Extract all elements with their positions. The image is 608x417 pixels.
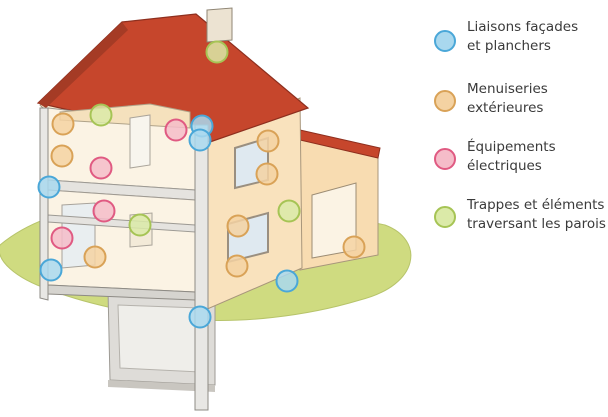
electrique-marker	[164, 118, 188, 142]
markers	[37, 40, 366, 329]
trappes-marker	[277, 199, 301, 223]
green-circle-icon	[434, 206, 456, 228]
menuiseries-marker	[50, 144, 74, 168]
facades-marker	[188, 128, 212, 152]
menuiseries-marker	[342, 235, 366, 259]
house-cutaway-illustration	[0, 7, 412, 411]
electrique-marker	[92, 199, 116, 223]
facades-marker	[275, 269, 299, 293]
facades-marker	[37, 175, 61, 199]
pink-circle-icon	[434, 148, 456, 170]
electrique-marker	[50, 226, 74, 250]
facades-marker	[39, 258, 63, 282]
basement	[107, 289, 216, 392]
menuiseries-marker	[225, 254, 249, 278]
facades-marker	[188, 305, 212, 329]
menuiseries-marker	[256, 129, 280, 153]
trappes-marker	[128, 213, 152, 237]
orange-circle-icon	[434, 90, 456, 112]
menuiseries-marker	[226, 214, 250, 238]
menuiseries-marker	[51, 112, 75, 136]
trappes-marker	[89, 103, 113, 127]
menuiseries-marker	[255, 162, 279, 186]
trappes-marker	[205, 40, 229, 64]
menuiseries-marker	[83, 245, 107, 269]
blue-circle-icon	[434, 30, 456, 52]
annex	[299, 129, 381, 271]
electrique-marker	[89, 156, 113, 180]
